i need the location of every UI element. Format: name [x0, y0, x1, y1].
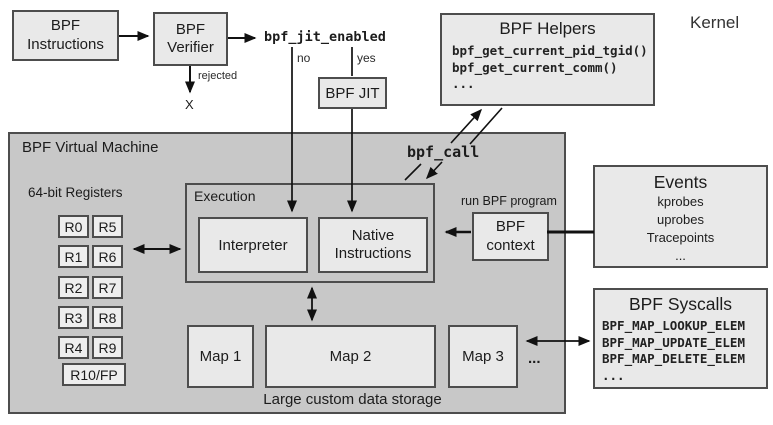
bpf-helpers-title: BPF Helpers: [499, 19, 596, 38]
storage-caption: Large custom data storage: [263, 391, 442, 408]
event-source: kprobes: [657, 194, 704, 209]
native-instructions-box: Native Instructions: [318, 217, 428, 273]
vm-title: BPF Virtual Machine: [22, 139, 159, 156]
syscalls-ellipsis: ...: [602, 367, 625, 383]
bpf-helpers-box: BPF Helpers bpf_get_current_pid_tgid() b…: [440, 13, 655, 106]
rejected-label: rejected: [198, 70, 238, 82]
event-source: Tracepoints: [646, 229, 715, 245]
syscall-command: BPF_MAP_UPDATE_ELEM: [602, 334, 745, 350]
run-bpf-program-label: run BPF program: [461, 194, 557, 208]
bpf-jit-box: BPF JIT: [318, 77, 387, 109]
bpf-context-box: BPF context: [472, 212, 549, 261]
map2-box: Map 2: [265, 325, 436, 388]
register-r7: R7: [92, 276, 123, 299]
register-r4: R4: [58, 336, 89, 359]
map3-box: Map 3: [448, 325, 518, 388]
syscall-command: BPF_MAP_LOOKUP_ELEM: [602, 318, 745, 333]
events-box: Events kprobes uprobes Tracepoints ...: [593, 165, 768, 268]
bpf-instructions-box: BPF Instructions: [12, 10, 119, 61]
kernel-label: Kernel: [690, 13, 740, 32]
register-r9: R9: [92, 336, 123, 359]
execution-title: Execution: [194, 188, 256, 204]
event-source: uprobes: [657, 211, 704, 227]
bpf-syscalls-box: BPF Syscalls BPF_MAP_LOOKUP_ELEM BPF_MAP…: [593, 288, 768, 389]
maps-ellipsis: ...: [528, 350, 541, 367]
rejected-x-mark: X: [185, 97, 194, 112]
bpf-verifier-box: BPF Verifier: [153, 12, 228, 66]
helper-ellipsis: ...: [452, 76, 475, 91]
bpf-call-label: bpf_call: [407, 143, 480, 161]
events-ellipsis: ...: [675, 247, 686, 263]
register-r5: R5: [92, 215, 123, 238]
registers-title: 64-bit Registers: [28, 185, 123, 200]
map1-box: Map 1: [187, 325, 254, 388]
branch-no-label: no: [297, 51, 311, 65]
register-r3: R3: [58, 306, 89, 329]
events-title: Events: [653, 172, 708, 192]
register-r2: R2: [58, 276, 89, 299]
register-r0: R0: [58, 215, 89, 238]
register-r6: R6: [92, 245, 123, 268]
branch-yes-label: yes: [357, 51, 376, 65]
register-r10-fp: R10/FP: [62, 363, 126, 386]
syscalls-title: BPF Syscalls: [628, 294, 733, 314]
helper-function: bpf_get_current_comm(): [452, 59, 618, 75]
helper-function: bpf_get_current_pid_tgid(): [452, 43, 648, 58]
interpreter-box: Interpreter: [198, 217, 308, 273]
bpf-jit-enabled-label: bpf_jit_enabled: [264, 29, 386, 45]
register-r8: R8: [92, 306, 123, 329]
register-r1: R1: [58, 245, 89, 268]
syscall-command: BPF_MAP_DELETE_ELEM: [602, 351, 745, 366]
